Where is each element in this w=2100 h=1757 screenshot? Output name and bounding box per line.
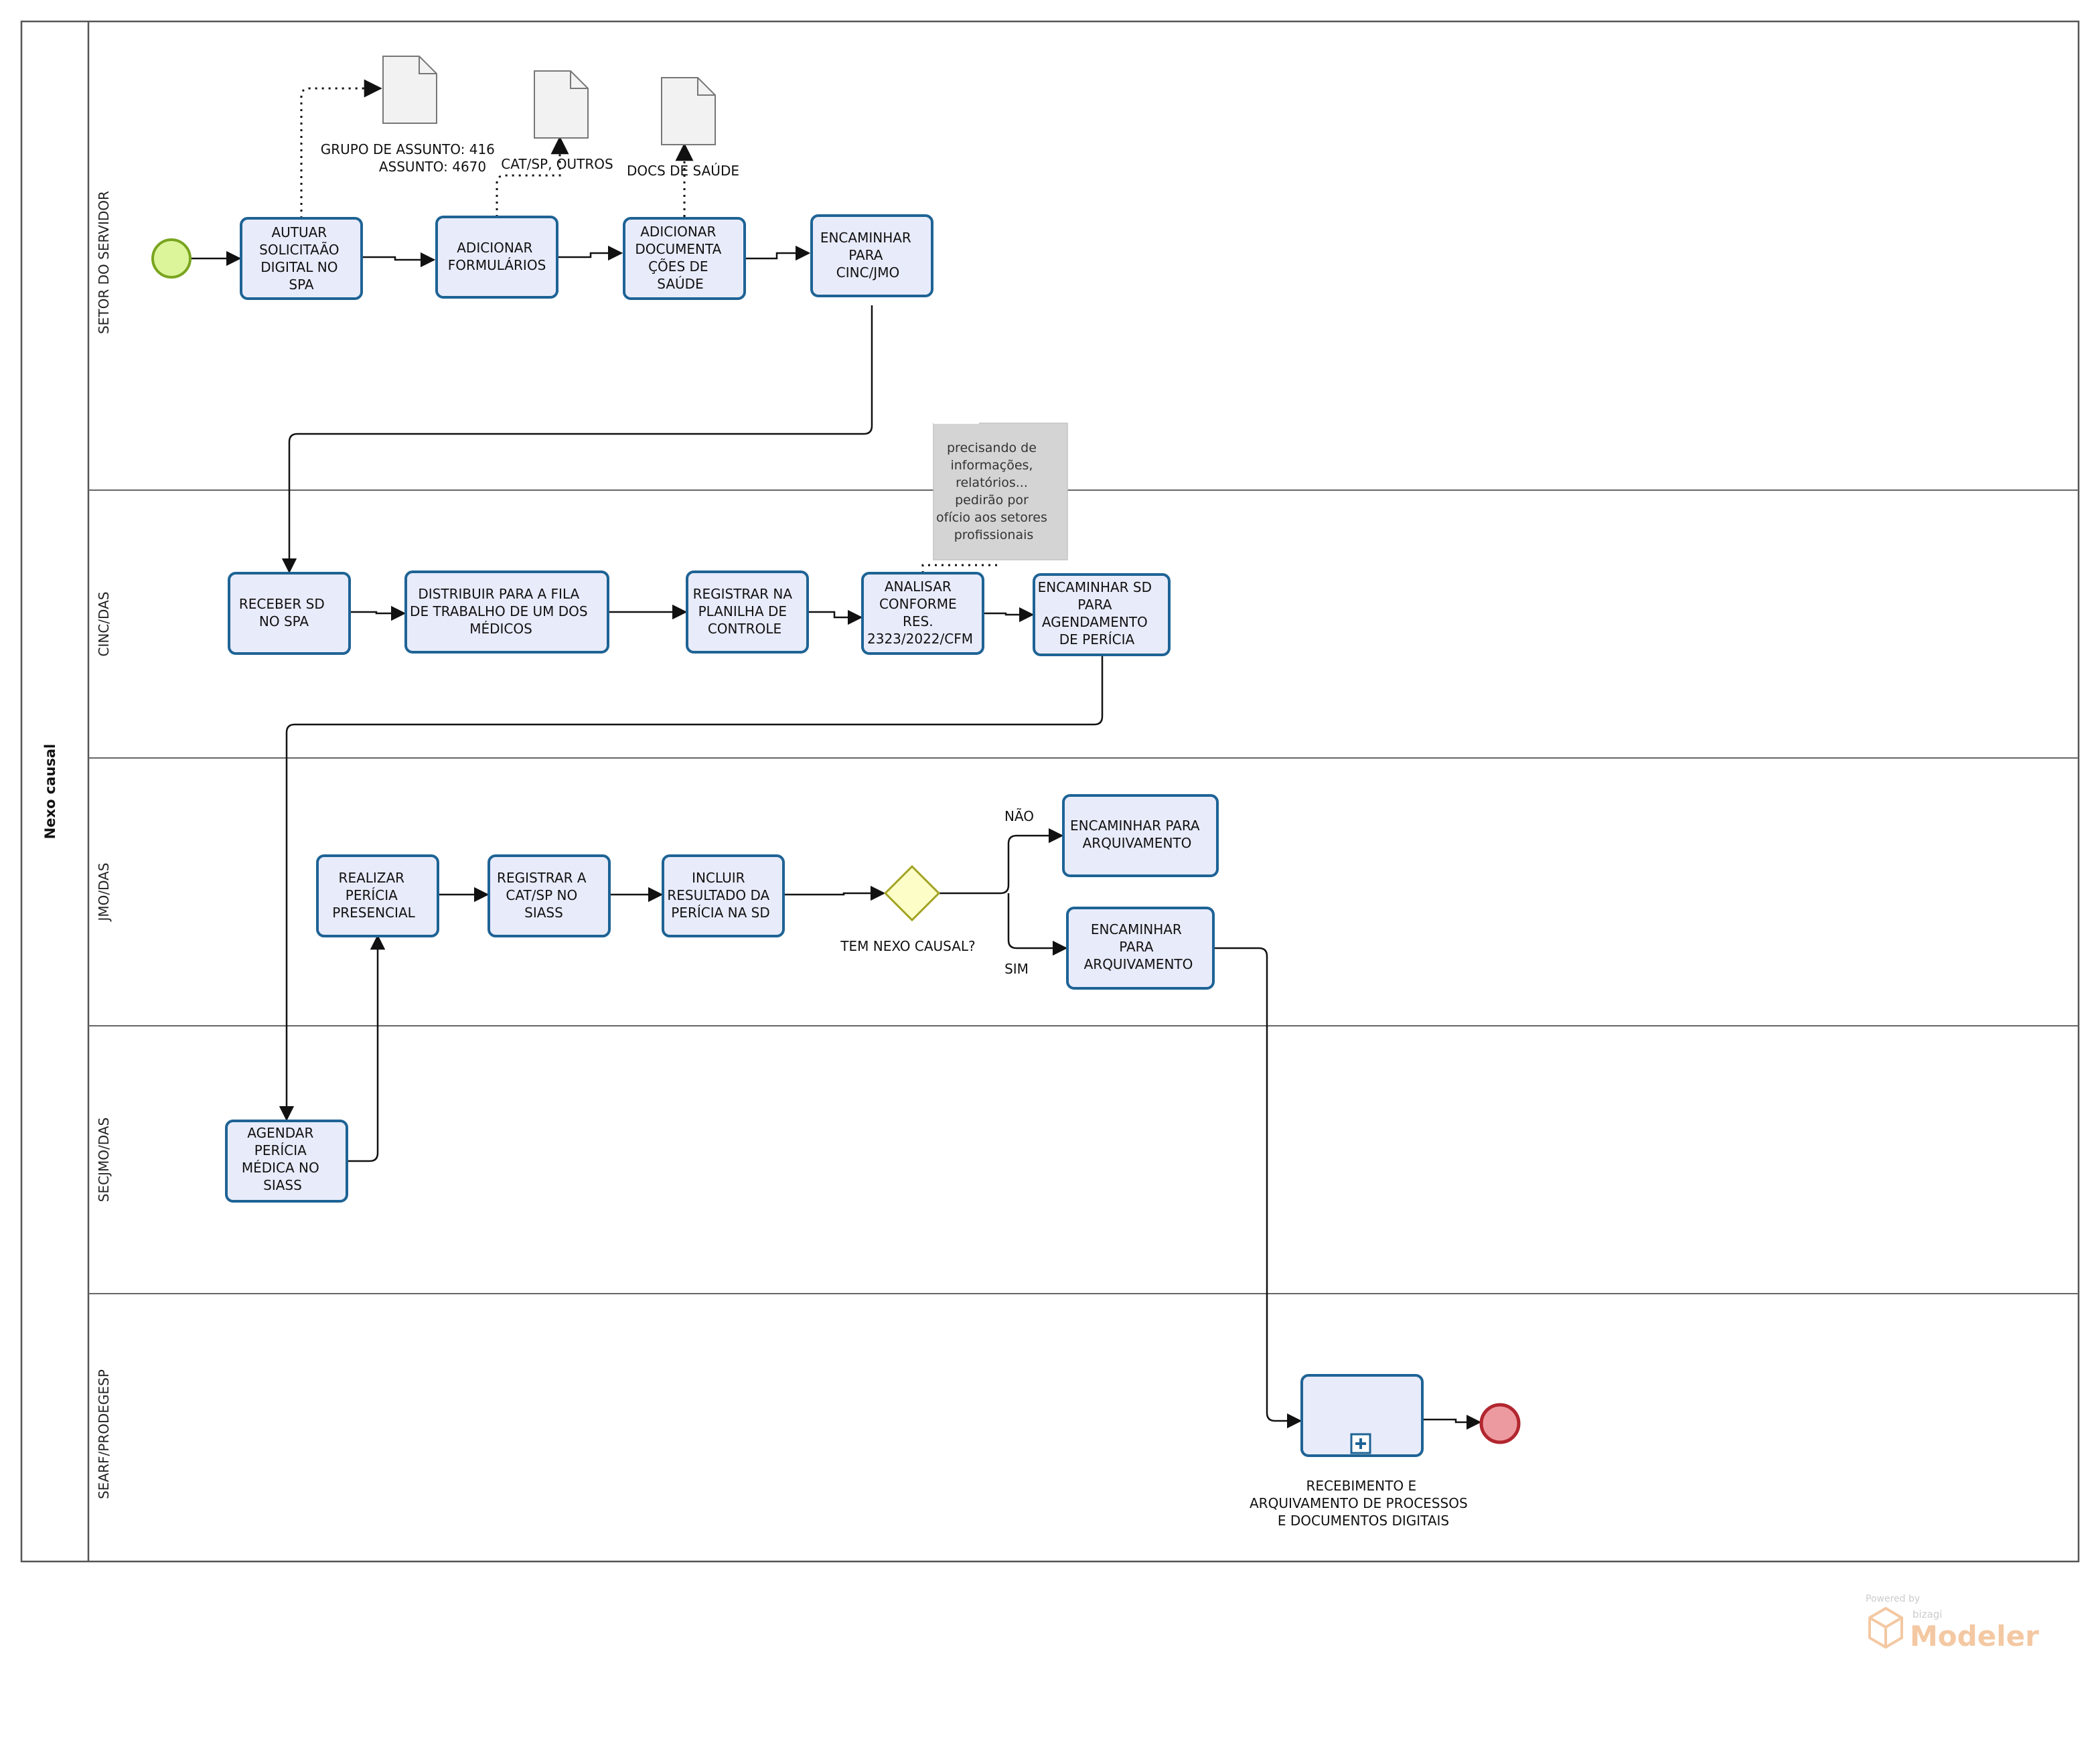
document-label: GRUPO DE ASSUNTO: 416 ASSUNTO: 4670 [321, 141, 500, 175]
task-encaminhar-sd-agendamento[interactable]: ENCAMINHAR SD PARA AGENDAMENTO DE PERÍCI… [1033, 573, 1171, 656]
lane-label: JMO/DAS [96, 862, 112, 922]
lane-jmo: JMO/DAS [96, 862, 112, 922]
association [496, 136, 569, 217]
task-realizar-pericia[interactable]: REALIZAR PERÍCIA PRESENCIAL [316, 854, 439, 937]
task-encaminhar-cinc-jmo[interactable]: ENCAMINHAR PARA CINC/JMO [810, 214, 933, 297]
task-encaminhar-arquivamento-nao[interactable]: ENCAMINHAR PARA ARQUIVAMENTO [1062, 794, 1219, 877]
lane-label: SECJMO/DAS [96, 1118, 112, 1202]
document-object: CAT/SP, OUTROS [501, 70, 613, 172]
annotation-text: precisando de informações, relatórios...… [936, 441, 1051, 542]
text-annotation: precisando de informações, relatórios...… [933, 423, 1068, 560]
lane-searf: SEARF/PRODEGESP [96, 1369, 112, 1499]
task-label: RECEBER SD NO SPA [239, 596, 329, 629]
lane-secjmo: SECJMO/DAS [96, 1118, 112, 1202]
task-label: ENCAMINHAR PARA ARQUIVAMENTO [1070, 818, 1204, 851]
lane-setor: SETOR DO SERVIDOR [96, 191, 112, 334]
task-adicionar-formularios[interactable]: ADICIONAR FORMULÁRIOS [435, 216, 558, 299]
expand-icon [1355, 1438, 1366, 1449]
branch-label-no: NÃO [1004, 808, 1034, 824]
pool: Nexo causal [20, 20, 2080, 1563]
task-label: AUTUAR SOLICITAÃO DIGITAL NO SPA [259, 224, 344, 293]
lane-cinc: CINC/DAS [96, 592, 112, 657]
subprocess-label: RECEBIMENTO E ARQUIVAMENTO DE PROCESSOS … [1250, 1478, 1472, 1529]
task-autuar-solicitacao[interactable]: AUTUAR SOLICITAÃO DIGITAL NO SPA [240, 217, 363, 300]
lane-label: CINC/DAS [96, 592, 112, 657]
task-label: ENCAMINHAR PARA ARQUIVAMENTO [1084, 921, 1193, 972]
associations [300, 79, 1000, 573]
flow [745, 245, 811, 261]
task-label: ADICIONAR FORMULÁRIOS [448, 240, 546, 273]
association [300, 79, 382, 218]
task-label: REGISTRAR NA PLANILHA DE CONTROLE [693, 586, 797, 637]
task-label: ANALISAR CONFORME RES. 2323/2022/CFM [867, 579, 973, 647]
flow [1007, 893, 1068, 956]
flow [1422, 1414, 1482, 1430]
flow [362, 252, 436, 268]
pool-label: Nexo causal [42, 744, 58, 840]
sequence-flows [192, 245, 1482, 1430]
lane-label: SETOR DO SERVIDOR [96, 191, 112, 334]
branch-label-yes: SIM [1004, 961, 1029, 977]
subprocess-recebimento-arquivamento[interactable] [1300, 1374, 1424, 1457]
start-event[interactable] [151, 238, 192, 279]
document-object: GRUPO DE ASSUNTO: 416 ASSUNTO: 4670 [321, 56, 500, 175]
flow [279, 655, 1104, 1122]
flow [351, 605, 406, 621]
association [921, 564, 1000, 573]
task-label: AGENDAR PERÍCIA MÉDICA NO SIASS [242, 1125, 323, 1193]
flow [809, 609, 863, 625]
flow [347, 934, 386, 1162]
task-encaminhar-arquivamento-sim[interactable]: ENCAMINHAR PARA ARQUIVAMENTO [1066, 907, 1215, 990]
task-registrar-cat-sp[interactable]: REGISTRAR A CAT/SP NO SIASS [487, 854, 611, 937]
gateway-label: TEM NEXO CAUSAL? [840, 938, 975, 954]
bizagi-logo-icon [1868, 1606, 1903, 1649]
task-registrar-planilha[interactable]: REGISTRAR NA PLANILHA DE CONTROLE [686, 570, 809, 654]
flow [281, 305, 873, 574]
watermark-powered-by: Powered by [1866, 1594, 1920, 1604]
task-agendar-pericia[interactable]: AGENDAR PERÍCIA MÉDICA NO SIASS [225, 1120, 348, 1203]
task-label: ADICIONAR DOCUMENTA ÇÕES DE SAÚDE [635, 224, 725, 292]
task-receber-sd[interactable]: RECEBER SD NO SPA [228, 572, 351, 655]
task-label: REALIZAR PERÍCIA PRESENCIAL [332, 870, 415, 921]
task-label: INCLUIR RESULTADO DA PERÍCIA NA SD [667, 870, 773, 921]
flow [984, 607, 1035, 623]
task-adicionar-documentacoes[interactable]: ADICIONAR DOCUMENTA ÇÕES DE SAÚDE [623, 217, 746, 300]
task-incluir-resultado[interactable]: INCLUIR RESULTADO DA PERÍCIA NA SD [662, 854, 785, 937]
task-analisar-conforme-res[interactable]: ANALISAR CONFORME RES. 2323/2022/CFM [861, 572, 984, 655]
flow [557, 245, 623, 261]
task-label: ENCAMINHAR PARA CINC/JMO [820, 230, 915, 281]
task-label: DISTRIBUIR PARA A FILA DE TRABALHO DE UM… [410, 586, 592, 637]
bizagi-watermark: Powered by bizagi Modeler [1866, 1594, 2039, 1653]
flow [939, 828, 1064, 895]
task-distribuir-fila[interactable]: DISTRIBUIR PARA A FILA DE TRABALHO DE UM… [404, 570, 609, 654]
task-label: ENCAMINHAR SD PARA AGENDAMENTO DE PERÍCI… [1038, 579, 1156, 647]
lane-label: SEARF/PRODEGESP [96, 1369, 112, 1499]
watermark-product: Modeler [1910, 1620, 2039, 1653]
watermark-brand: bizagi [1912, 1608, 1942, 1620]
document-object: DOCS DE SAÚDE [627, 77, 739, 179]
exclusive-gateway[interactable] [883, 864, 941, 922]
task-label: REGISTRAR A CAT/SP NO SIASS [497, 870, 591, 921]
flow [785, 885, 886, 901]
flow [1215, 947, 1302, 1429]
document-label: DOCS DE SAÚDE [627, 163, 739, 179]
end-event[interactable] [1479, 1403, 1521, 1444]
document-label: CAT/SP, OUTROS [501, 156, 613, 172]
